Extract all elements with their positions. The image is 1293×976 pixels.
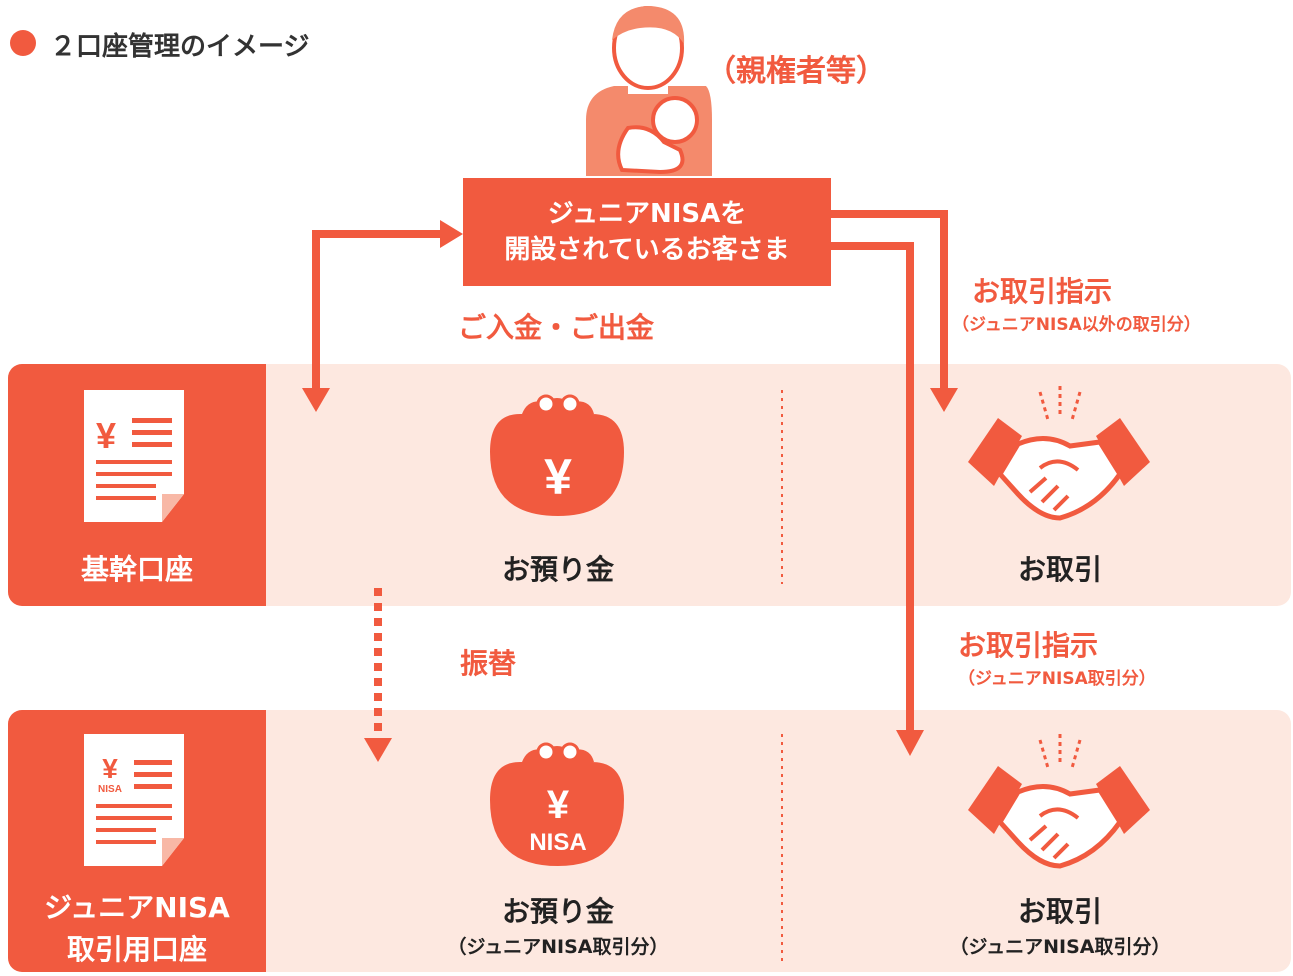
customer-box: ジュニアNISAを 開設されているお客さま [463, 178, 831, 286]
nisa-purse-tag: NISA [529, 829, 586, 856]
nisa-deposit-sublabel: （ジュニアNISA取引分） [447, 936, 669, 958]
ledger-yen-glyph: ¥ [96, 415, 116, 456]
nisa-ledger-tag: NISA [98, 784, 122, 795]
nisa-ledger-yen-glyph: ¥ [102, 753, 118, 784]
main-trade-cell: お取引 [920, 548, 1200, 588]
ledger-document-icon: ¥ [84, 390, 184, 522]
guardian-with-baby-icon [586, 6, 712, 176]
title-bullet-icon [10, 30, 36, 56]
deposit-withdraw-label: ご入金・ご出金 [458, 311, 655, 344]
nisa-account-label-line1: ジュニアNISA [44, 891, 230, 924]
order-nisa-arrow [831, 242, 924, 756]
customer-line1: ジュニアNISAを [547, 199, 747, 229]
nisa-deposit-label: お預り金 [501, 895, 614, 928]
main-trade-label: お取引 [1017, 553, 1102, 586]
transfer-arrow [364, 588, 392, 762]
main-deposit-label: お預り金 [501, 553, 614, 586]
deposit-withdraw-arrow [302, 220, 463, 412]
nisa-account-label-line2: 取引用口座 [66, 933, 207, 966]
transfer-label: 振替 [460, 647, 517, 680]
nisa-trade-label: お取引 [1017, 895, 1102, 928]
nisa-trade-sublabel: （ジュニアNISA取引分） [949, 936, 1171, 958]
purse-yen-glyph: ¥ [544, 449, 572, 505]
order-main-note: （ジュニアNISA以外の取引分） [952, 315, 1201, 335]
guardian-label: （親権者等） [706, 54, 886, 89]
main-deposit-cell: お預り金 [418, 548, 698, 588]
order-main-arrow [831, 210, 958, 412]
nisa-trade-cell: お取引 （ジュニアNISA取引分） [890, 890, 1230, 959]
handshake-icon [968, 386, 1150, 521]
order-main-title: お取引指示 [972, 275, 1113, 308]
order-nisa-note: （ジュニアNISA取引分） [958, 669, 1156, 689]
nisa-ledger-document-icon: ¥ NISA [84, 734, 184, 866]
main-account-label: 基幹口座 [80, 553, 193, 586]
order-nisa-title: お取引指示 [958, 629, 1099, 662]
page-title: ２口座管理のイメージ [50, 32, 310, 62]
nisa-handshake-icon [968, 734, 1150, 869]
nisa-deposit-cell: お預り金 （ジュニアNISA取引分） [388, 890, 728, 959]
nisa-purse-yen-glyph: ¥ [547, 783, 570, 827]
nisa-coin-purse-icon: ¥ NISA [490, 742, 624, 866]
coin-purse-icon: ¥ [490, 394, 624, 516]
customer-line2: 開設されているお客さま [504, 235, 790, 265]
